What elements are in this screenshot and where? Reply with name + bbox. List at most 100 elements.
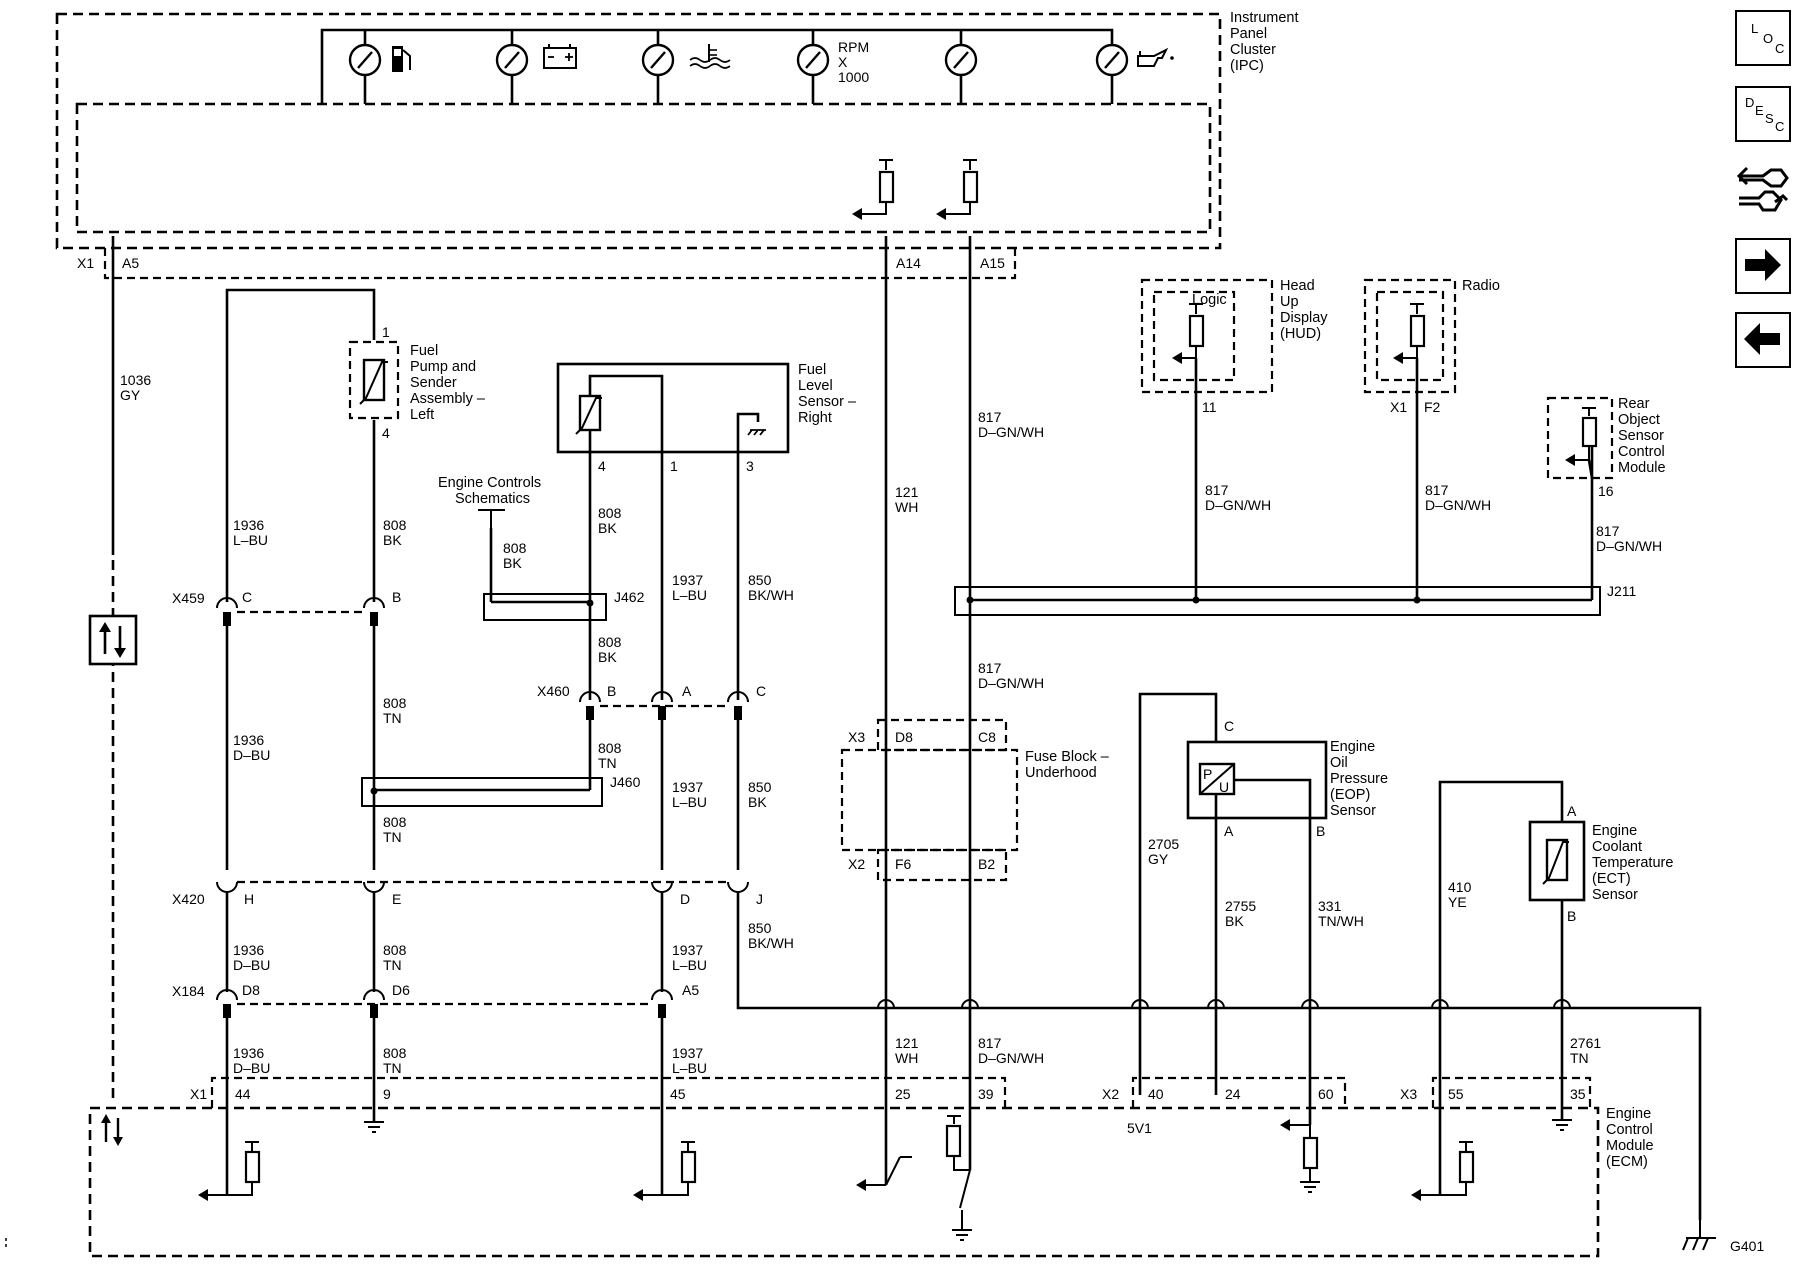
svg-text:850: 850	[748, 779, 772, 795]
svg-text:Temperature: Temperature	[1592, 855, 1673, 871]
ground-g401: G401	[1682, 1220, 1764, 1254]
svg-text:X460: X460	[537, 683, 570, 699]
engine-controls-ref: Engine Controls Schematics 808 BK J462	[438, 475, 645, 621]
connector-x460: X460 B A C	[537, 683, 766, 720]
svg-text:Module: Module	[1618, 460, 1666, 476]
svg-text:A: A	[1224, 823, 1234, 839]
svg-text:817: 817	[978, 409, 1002, 425]
svg-text:D–BU: D–BU	[233, 1060, 270, 1076]
svg-text:5V1: 5V1	[1127, 1120, 1152, 1136]
svg-text:44: 44	[235, 1086, 251, 1102]
tachometer-icon: RPM X 1000	[796, 39, 869, 85]
svg-text:Control: Control	[1618, 444, 1665, 460]
svg-text:1936: 1936	[233, 517, 264, 533]
next-page-button[interactable]	[1735, 238, 1791, 294]
svg-text:X1: X1	[1390, 399, 1407, 415]
svg-text:D–GN/WH: D–GN/WH	[978, 424, 1044, 440]
ipc-x1-label: X1	[77, 255, 94, 271]
ipc-title-4: (IPC)	[1230, 58, 1264, 74]
svg-text:Sensor –: Sensor –	[798, 394, 857, 410]
ipc-title-2: Panel	[1230, 26, 1267, 42]
svg-text:BK: BK	[503, 555, 522, 571]
svg-text:1936: 1936	[233, 1045, 264, 1061]
svg-text:X2: X2	[848, 856, 865, 872]
svg-text:121: 121	[895, 1035, 919, 1051]
svg-text:331: 331	[1318, 898, 1342, 914]
connector-x184: X184 D8 D6 A5	[172, 982, 699, 1018]
svg-text:D–GN/WH: D–GN/WH	[1205, 497, 1271, 513]
svg-text:B: B	[392, 589, 401, 605]
rear-object-sensor-module: 16 Rear Object Sensor Control Module	[1546, 396, 1666, 499]
svg-text:808: 808	[383, 695, 407, 711]
svg-text:L–BU: L–BU	[672, 957, 707, 973]
svg-text:Module: Module	[1606, 1138, 1654, 1154]
svg-text:J211: J211	[1607, 583, 1637, 599]
svg-text:TN/WH: TN/WH	[1318, 913, 1364, 929]
connector-view-icon	[1736, 166, 1789, 212]
svg-text:TN: TN	[383, 829, 402, 845]
radio: Radio X1 F2	[1363, 278, 1500, 415]
svg-text:L–BU: L–BU	[233, 532, 268, 548]
svg-text:YE: YE	[1448, 894, 1467, 910]
serial-data-icon	[88, 614, 138, 666]
connector-x420: X420 H E D J	[172, 880, 763, 907]
svg-text:817: 817	[978, 1035, 1002, 1051]
svg-text:1: 1	[382, 324, 390, 340]
svg-text:Assembly –: Assembly –	[410, 391, 486, 407]
svg-text:J462: J462	[614, 589, 645, 605]
ipc-a15-label: A15	[980, 255, 1005, 271]
svg-text:Engine: Engine	[1592, 823, 1637, 839]
svg-text:A: A	[1567, 803, 1577, 819]
svg-text:P: P	[1203, 766, 1212, 782]
previous-page-button[interactable]	[1735, 312, 1791, 368]
svg-text:D–GN/WH: D–GN/WH	[978, 675, 1044, 691]
svg-text:Up: Up	[1280, 294, 1299, 310]
svg-text:Logic: Logic	[1192, 292, 1227, 308]
svg-text:Left: Left	[410, 407, 434, 423]
svg-text:Sensor: Sensor	[1330, 803, 1376, 819]
svg-text:817: 817	[1205, 482, 1229, 498]
svg-text:1936: 1936	[233, 732, 264, 748]
svg-text:X184: X184	[172, 983, 205, 999]
svg-text:J460: J460	[610, 774, 641, 790]
description-button[interactable]: D E S C	[1735, 86, 1791, 142]
svg-text:2755: 2755	[1225, 898, 1256, 914]
svg-text:X1: X1	[190, 1086, 207, 1102]
voltage-gauge-icon	[495, 43, 577, 77]
engine-oil-pressure-sensor: P U C A B Engine Oil Pressure (EOP) Sens…	[1138, 692, 1388, 1008]
svg-text:Pump and: Pump and	[410, 359, 476, 375]
svg-text:45: 45	[670, 1086, 686, 1102]
svg-text:TN: TN	[383, 1060, 402, 1076]
svg-text:BK/WH: BK/WH	[748, 935, 794, 951]
svg-text:Level: Level	[798, 378, 833, 394]
connector-view-button[interactable]	[1735, 162, 1791, 218]
svg-text:Coolant: Coolant	[1592, 839, 1642, 855]
svg-text:808: 808	[503, 540, 527, 556]
svg-text:GY: GY	[1148, 851, 1169, 867]
location-button[interactable]: L O C	[1735, 10, 1791, 66]
svg-text:BK/WH: BK/WH	[748, 587, 794, 603]
coolant-temp-gauge-icon	[641, 43, 731, 77]
svg-text:X3: X3	[848, 729, 865, 745]
svg-text:Underhood: Underhood	[1025, 765, 1097, 781]
svg-text:808: 808	[383, 517, 407, 533]
svg-text:BK: BK	[1225, 913, 1244, 929]
svg-text:D–BU: D–BU	[233, 747, 270, 763]
svg-text:4: 4	[382, 425, 390, 441]
svg-text:808: 808	[383, 814, 407, 830]
fuel-level-sensor-right: 4 1 3 Fuel Level Sensor – Right	[556, 362, 857, 474]
svg-text:D–GN/WH: D–GN/WH	[1425, 497, 1491, 513]
arrow-right-icon	[1745, 249, 1781, 281]
connector-x459: X459 C B	[172, 589, 401, 626]
svg-text:D–GN/WH: D–GN/WH	[1596, 538, 1662, 554]
svg-text:2761: 2761	[1570, 1035, 1601, 1051]
svg-text:(ECT): (ECT)	[1592, 871, 1631, 887]
svg-text:808: 808	[598, 740, 622, 756]
ipc-title: Instrument	[1230, 10, 1299, 26]
svg-text:850: 850	[748, 572, 772, 588]
svg-text:35: 35	[1570, 1086, 1586, 1102]
svg-text:BK: BK	[598, 649, 617, 665]
svg-text:X3: X3	[1400, 1086, 1417, 1102]
svg-text:3: 3	[746, 458, 754, 474]
